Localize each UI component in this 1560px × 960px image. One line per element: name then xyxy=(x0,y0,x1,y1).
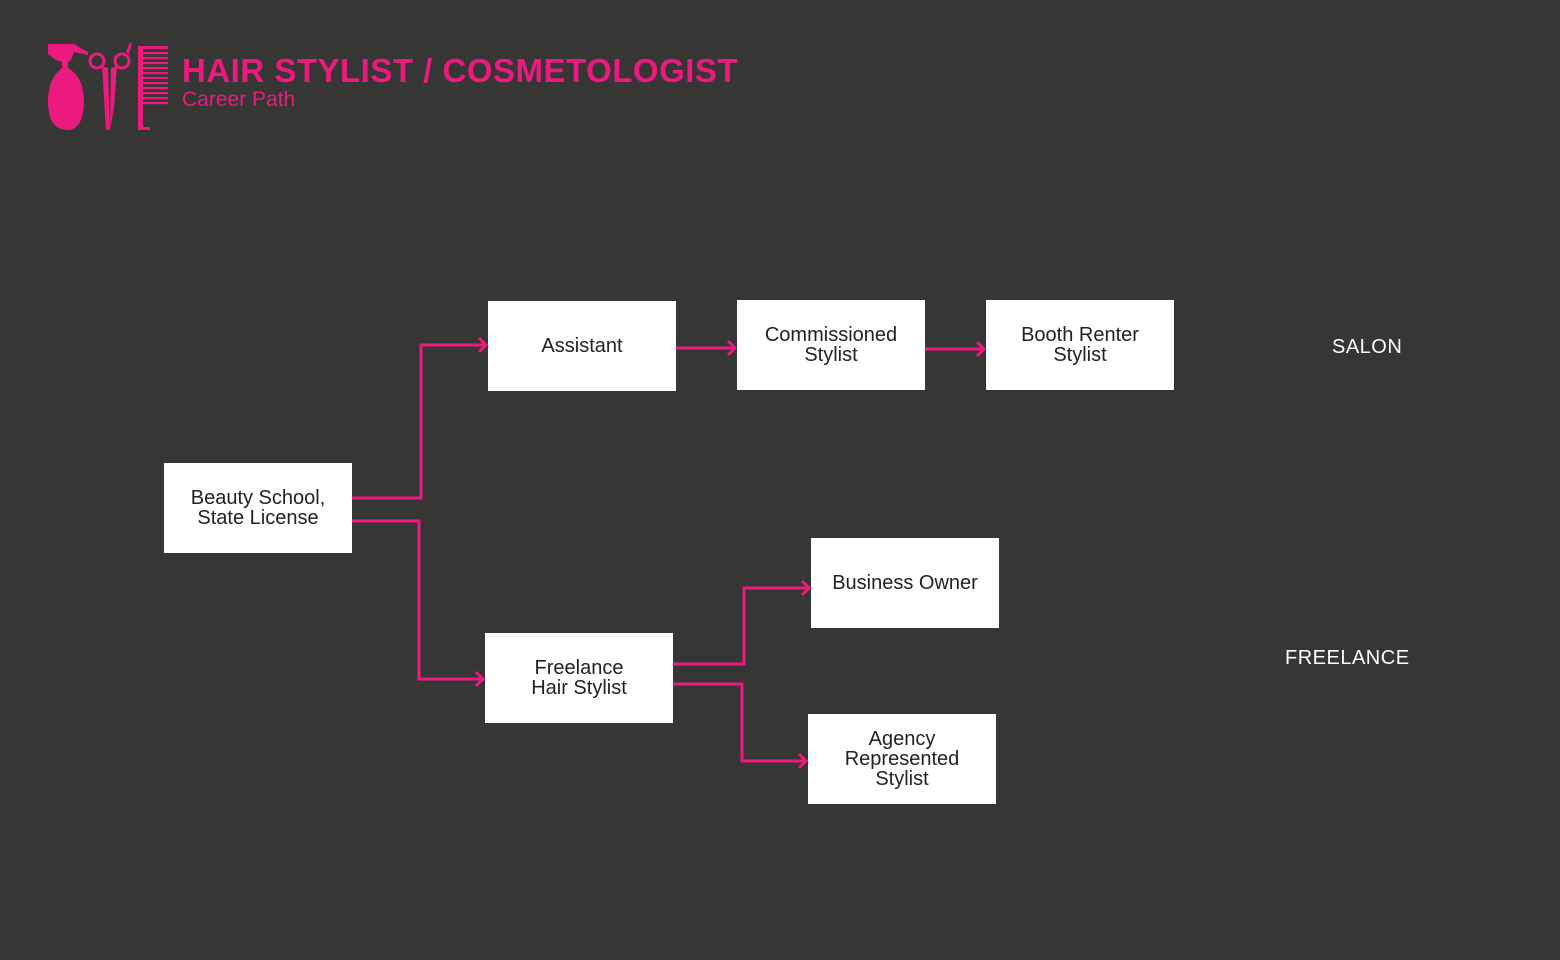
node-beauty-school: Beauty School, State License xyxy=(164,463,352,553)
page-subtitle: Career Path xyxy=(182,88,296,111)
node-freelance-hair-stylist: Freelance Hair Stylist xyxy=(485,633,673,723)
arrowhead-icon xyxy=(800,579,812,597)
node-business-owner: Business Owner xyxy=(811,538,999,628)
arrowhead-icon xyxy=(975,340,987,358)
arrowhead-icon xyxy=(797,752,809,770)
node-booth-renter-stylist: Booth Renter Stylist xyxy=(986,300,1174,390)
connector-freelance-business xyxy=(673,586,809,666)
connector-school-assistant xyxy=(352,343,486,500)
logo-icon xyxy=(48,42,168,130)
track-label-freelance: FREELANCE xyxy=(1285,647,1410,669)
node-commissioned-stylist: Commissioned Stylist xyxy=(737,300,925,390)
node-assistant: Assistant xyxy=(488,301,676,391)
arrowhead-icon xyxy=(477,336,489,354)
track-label-salon: SALON xyxy=(1332,336,1403,358)
node-agency-represented-stylist: Agency Represented Stylist xyxy=(808,714,996,804)
arrowhead-icon xyxy=(474,670,486,688)
connector-freelance-agency xyxy=(673,682,806,763)
page-title: HAIR STYLIST / COSMETOLOGIST xyxy=(182,52,739,89)
arrowhead-icon xyxy=(726,339,738,357)
connector-school-freelance xyxy=(352,519,483,681)
